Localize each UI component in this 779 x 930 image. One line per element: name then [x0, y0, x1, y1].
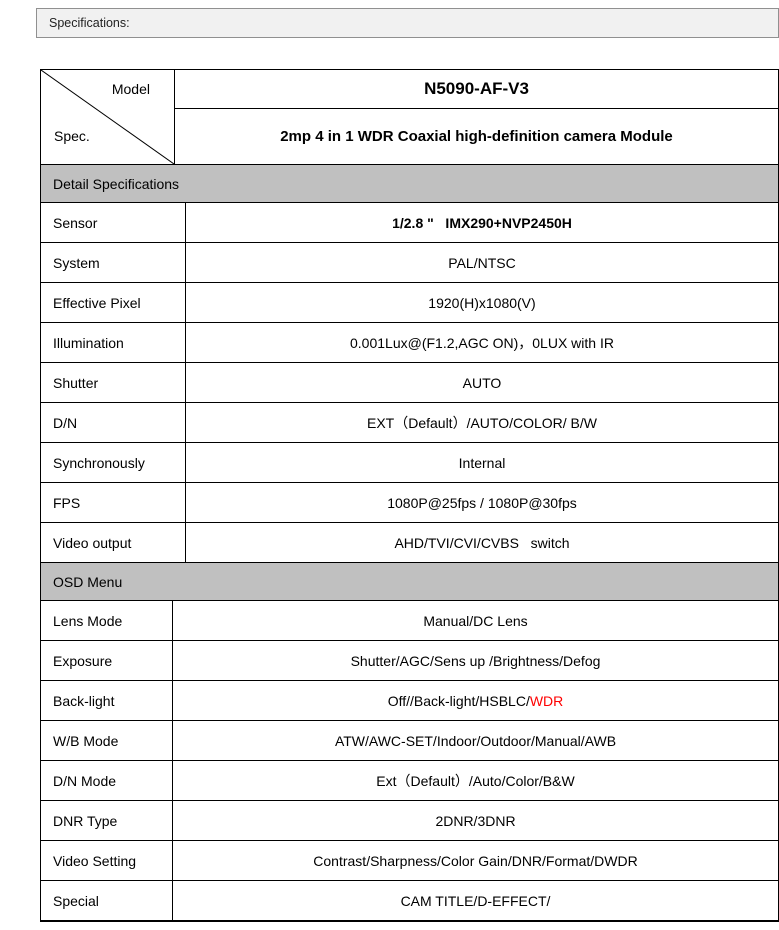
- spec-table: Model Spec. N5090-AF-V3 2mp 4 in 1 WDR C…: [40, 69, 779, 922]
- row-value: AHD/TVI/CVI/CVBS switch: [394, 534, 570, 551]
- table-row-illumination: Illumination 0.001Lux@(F1.2,AGC ON)，0LUX…: [41, 323, 778, 363]
- row-value: AUTO: [462, 374, 502, 391]
- table-row-lens-mode: Lens Mode Manual/DC Lens: [41, 601, 778, 641]
- row-label: Lens Mode: [41, 601, 173, 640]
- row-label: Effective Pixel: [41, 283, 186, 322]
- row-label: Special: [41, 881, 173, 920]
- specifications-title-bar: Specifications:: [36, 8, 779, 38]
- row-value: ATW/AWC-SET/Indoor/Outdoor/Manual/AWB: [334, 732, 617, 749]
- row-value: 1/2.8 " IMX290+NVP2450H: [392, 214, 572, 231]
- diagonal-divider-line: [41, 70, 174, 164]
- page: { "page": { "header": "Specifications:" …: [0, 8, 779, 930]
- section-header-osd-menu: OSD Menu: [41, 563, 778, 601]
- specifications-title: Specifications:: [49, 16, 130, 30]
- row-label: System: [41, 243, 186, 282]
- table-row-special: Special CAM TITLE/D-EFFECT/: [41, 881, 778, 921]
- row-label: Sensor: [41, 203, 186, 242]
- row-value: Internal: [458, 454, 506, 471]
- corner-spec-label: Spec.: [54, 128, 90, 144]
- row-label: Exposure: [41, 641, 173, 680]
- row-value: 1920(H)x1080(V): [428, 294, 536, 311]
- row-label: Shutter: [41, 363, 186, 402]
- section-header-detail-specifications: Detail Specifications: [41, 165, 778, 203]
- row-value: 2DNR/3DNR: [435, 812, 516, 829]
- table-row-fps: FPS 1080P@25fps / 1080P@30fps: [41, 483, 778, 523]
- row-value: Off//Back-light/HSBLC/WDR: [173, 681, 778, 720]
- row-label: D/N: [41, 403, 186, 442]
- row-value: 1080P@25fps / 1080P@30fps: [387, 494, 577, 511]
- row-value: PAL/NTSC: [448, 254, 516, 271]
- table-row-video-output: Video output AHD/TVI/CVI/CVBS switch: [41, 523, 778, 563]
- product-description: 2mp 4 in 1 WDR Coaxial high-definition c…: [280, 128, 673, 145]
- table-header-block: Model Spec. N5090-AF-V3 2mp 4 in 1 WDR C…: [41, 70, 778, 165]
- row-label: Video output: [41, 523, 186, 562]
- row-label: Video Setting: [41, 841, 173, 880]
- table-row-video-setting: Video Setting Contrast/Sharpness/Color G…: [41, 841, 778, 881]
- table-row-sensor: Sensor 1/2.8 " IMX290+NVP2450H: [41, 203, 778, 243]
- corner-model-label: Model: [111, 81, 150, 97]
- row-label: D/N Mode: [41, 761, 173, 800]
- corner-cell: Model Spec.: [41, 70, 175, 164]
- backlight-wdr-highlight: WDR: [529, 692, 564, 709]
- row-value: EXT（Default）/AUTO/COLOR/ B/W: [366, 414, 597, 431]
- header-right-column: N5090-AF-V3 2mp 4 in 1 WDR Coaxial high-…: [175, 70, 778, 164]
- row-label: Illumination: [41, 323, 186, 362]
- table-row-synchronously: Synchronously Internal: [41, 443, 778, 483]
- table-row-dnr-type: DNR Type 2DNR/3DNR: [41, 801, 778, 841]
- table-row-effective-pixel: Effective Pixel 1920(H)x1080(V): [41, 283, 778, 323]
- row-value: 0.001Lux@(F1.2,AGC ON)，0LUX with IR: [350, 334, 614, 351]
- table-row-dn: D/N EXT（Default）/AUTO/COLOR/ B/W: [41, 403, 778, 443]
- row-label: FPS: [41, 483, 186, 522]
- row-value: Contrast/Sharpness/Color Gain/DNR/Format…: [313, 852, 638, 869]
- row-value: CAM TITLE/D-EFFECT/: [400, 892, 551, 909]
- row-label: W/B Mode: [41, 721, 173, 760]
- row-label: DNR Type: [41, 801, 173, 840]
- row-value: Manual/DC Lens: [423, 612, 528, 629]
- table-row-exposure: Exposure Shutter/AGC/Sens up /Brightness…: [41, 641, 778, 681]
- table-row-wb-mode: W/B Mode ATW/AWC-SET/Indoor/Outdoor/Manu…: [41, 721, 778, 761]
- table-row-system: System PAL/NTSC: [41, 243, 778, 283]
- table-row-shutter: Shutter AUTO: [41, 363, 778, 403]
- row-value: Shutter/AGC/Sens up /Brightness/Defog: [350, 652, 601, 669]
- table-row-back-light: Back-light Off//Back-light/HSBLC/WDR: [41, 681, 778, 721]
- row-label: Back-light: [41, 681, 173, 720]
- row-value: Ext（Default）/Auto/Color/B&W: [376, 772, 575, 789]
- backlight-value-text: Off//Back-light/HSBLC/: [387, 692, 530, 709]
- product-model: N5090-AF-V3: [175, 70, 778, 109]
- table-row-dn-mode: D/N Mode Ext（Default）/Auto/Color/B&W: [41, 761, 778, 801]
- row-label: Synchronously: [41, 443, 186, 482]
